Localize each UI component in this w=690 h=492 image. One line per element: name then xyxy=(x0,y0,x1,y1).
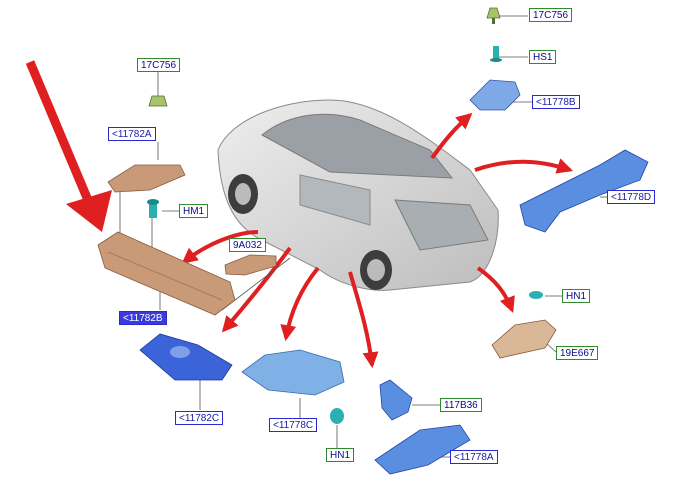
arrow-to-11778a xyxy=(348,271,379,369)
label-11782c[interactable]: <11782C xyxy=(175,411,224,425)
part-11782a xyxy=(107,164,186,193)
part-11778a xyxy=(374,424,471,475)
label-hn1-bottom: HN1 xyxy=(326,448,355,462)
arrow-to-11778b xyxy=(430,112,473,160)
part-11782c xyxy=(139,333,233,381)
part-11778d xyxy=(519,149,649,233)
label-11782b[interactable]: <11782B xyxy=(119,311,167,325)
part-117b36 xyxy=(379,379,413,421)
label-11778d[interactable]: <11778D xyxy=(607,190,656,204)
arrow-to-19e667 xyxy=(476,266,515,313)
arrow-to-11782c xyxy=(221,246,292,333)
label-17c756-left: 17C756 xyxy=(137,58,181,72)
label-11778c[interactable]: <11778C xyxy=(269,418,318,432)
car-illustration xyxy=(217,99,499,291)
label-hs1: HS1 xyxy=(529,50,557,64)
part-hm1-clip xyxy=(147,199,159,218)
part-11782b xyxy=(97,231,236,316)
label-11778a[interactable]: <11778A xyxy=(450,450,498,464)
part-17c756-left xyxy=(148,95,168,107)
label-11782a[interactable]: <11782A xyxy=(108,127,156,141)
label-hm1: HM1 xyxy=(179,204,209,218)
part-hs1-top xyxy=(490,46,502,62)
arrow-to-11782b xyxy=(181,230,259,265)
arrow-to-11778c xyxy=(280,266,320,342)
label-17c756-top: 17C756 xyxy=(529,8,573,22)
part-11778c xyxy=(241,349,345,396)
label-9a032: 9A032 xyxy=(229,238,266,252)
part-hn1-clip-bottom xyxy=(330,408,344,424)
part-17c756-top xyxy=(486,7,501,24)
arrow-to-11778d xyxy=(474,158,574,174)
part-11778b xyxy=(469,79,521,111)
label-hn1-right: HN1 xyxy=(562,289,591,303)
part-9a032 xyxy=(224,254,277,276)
part-19e667 xyxy=(491,319,557,359)
highlight-arrow xyxy=(25,60,112,232)
label-117b36: 117B36 xyxy=(440,398,482,412)
pointer-arrows xyxy=(181,112,574,369)
label-19e667: 19E667 xyxy=(556,346,599,360)
part-hn1-clip-right xyxy=(529,291,543,299)
label-11778b[interactable]: <11778B xyxy=(532,95,580,109)
